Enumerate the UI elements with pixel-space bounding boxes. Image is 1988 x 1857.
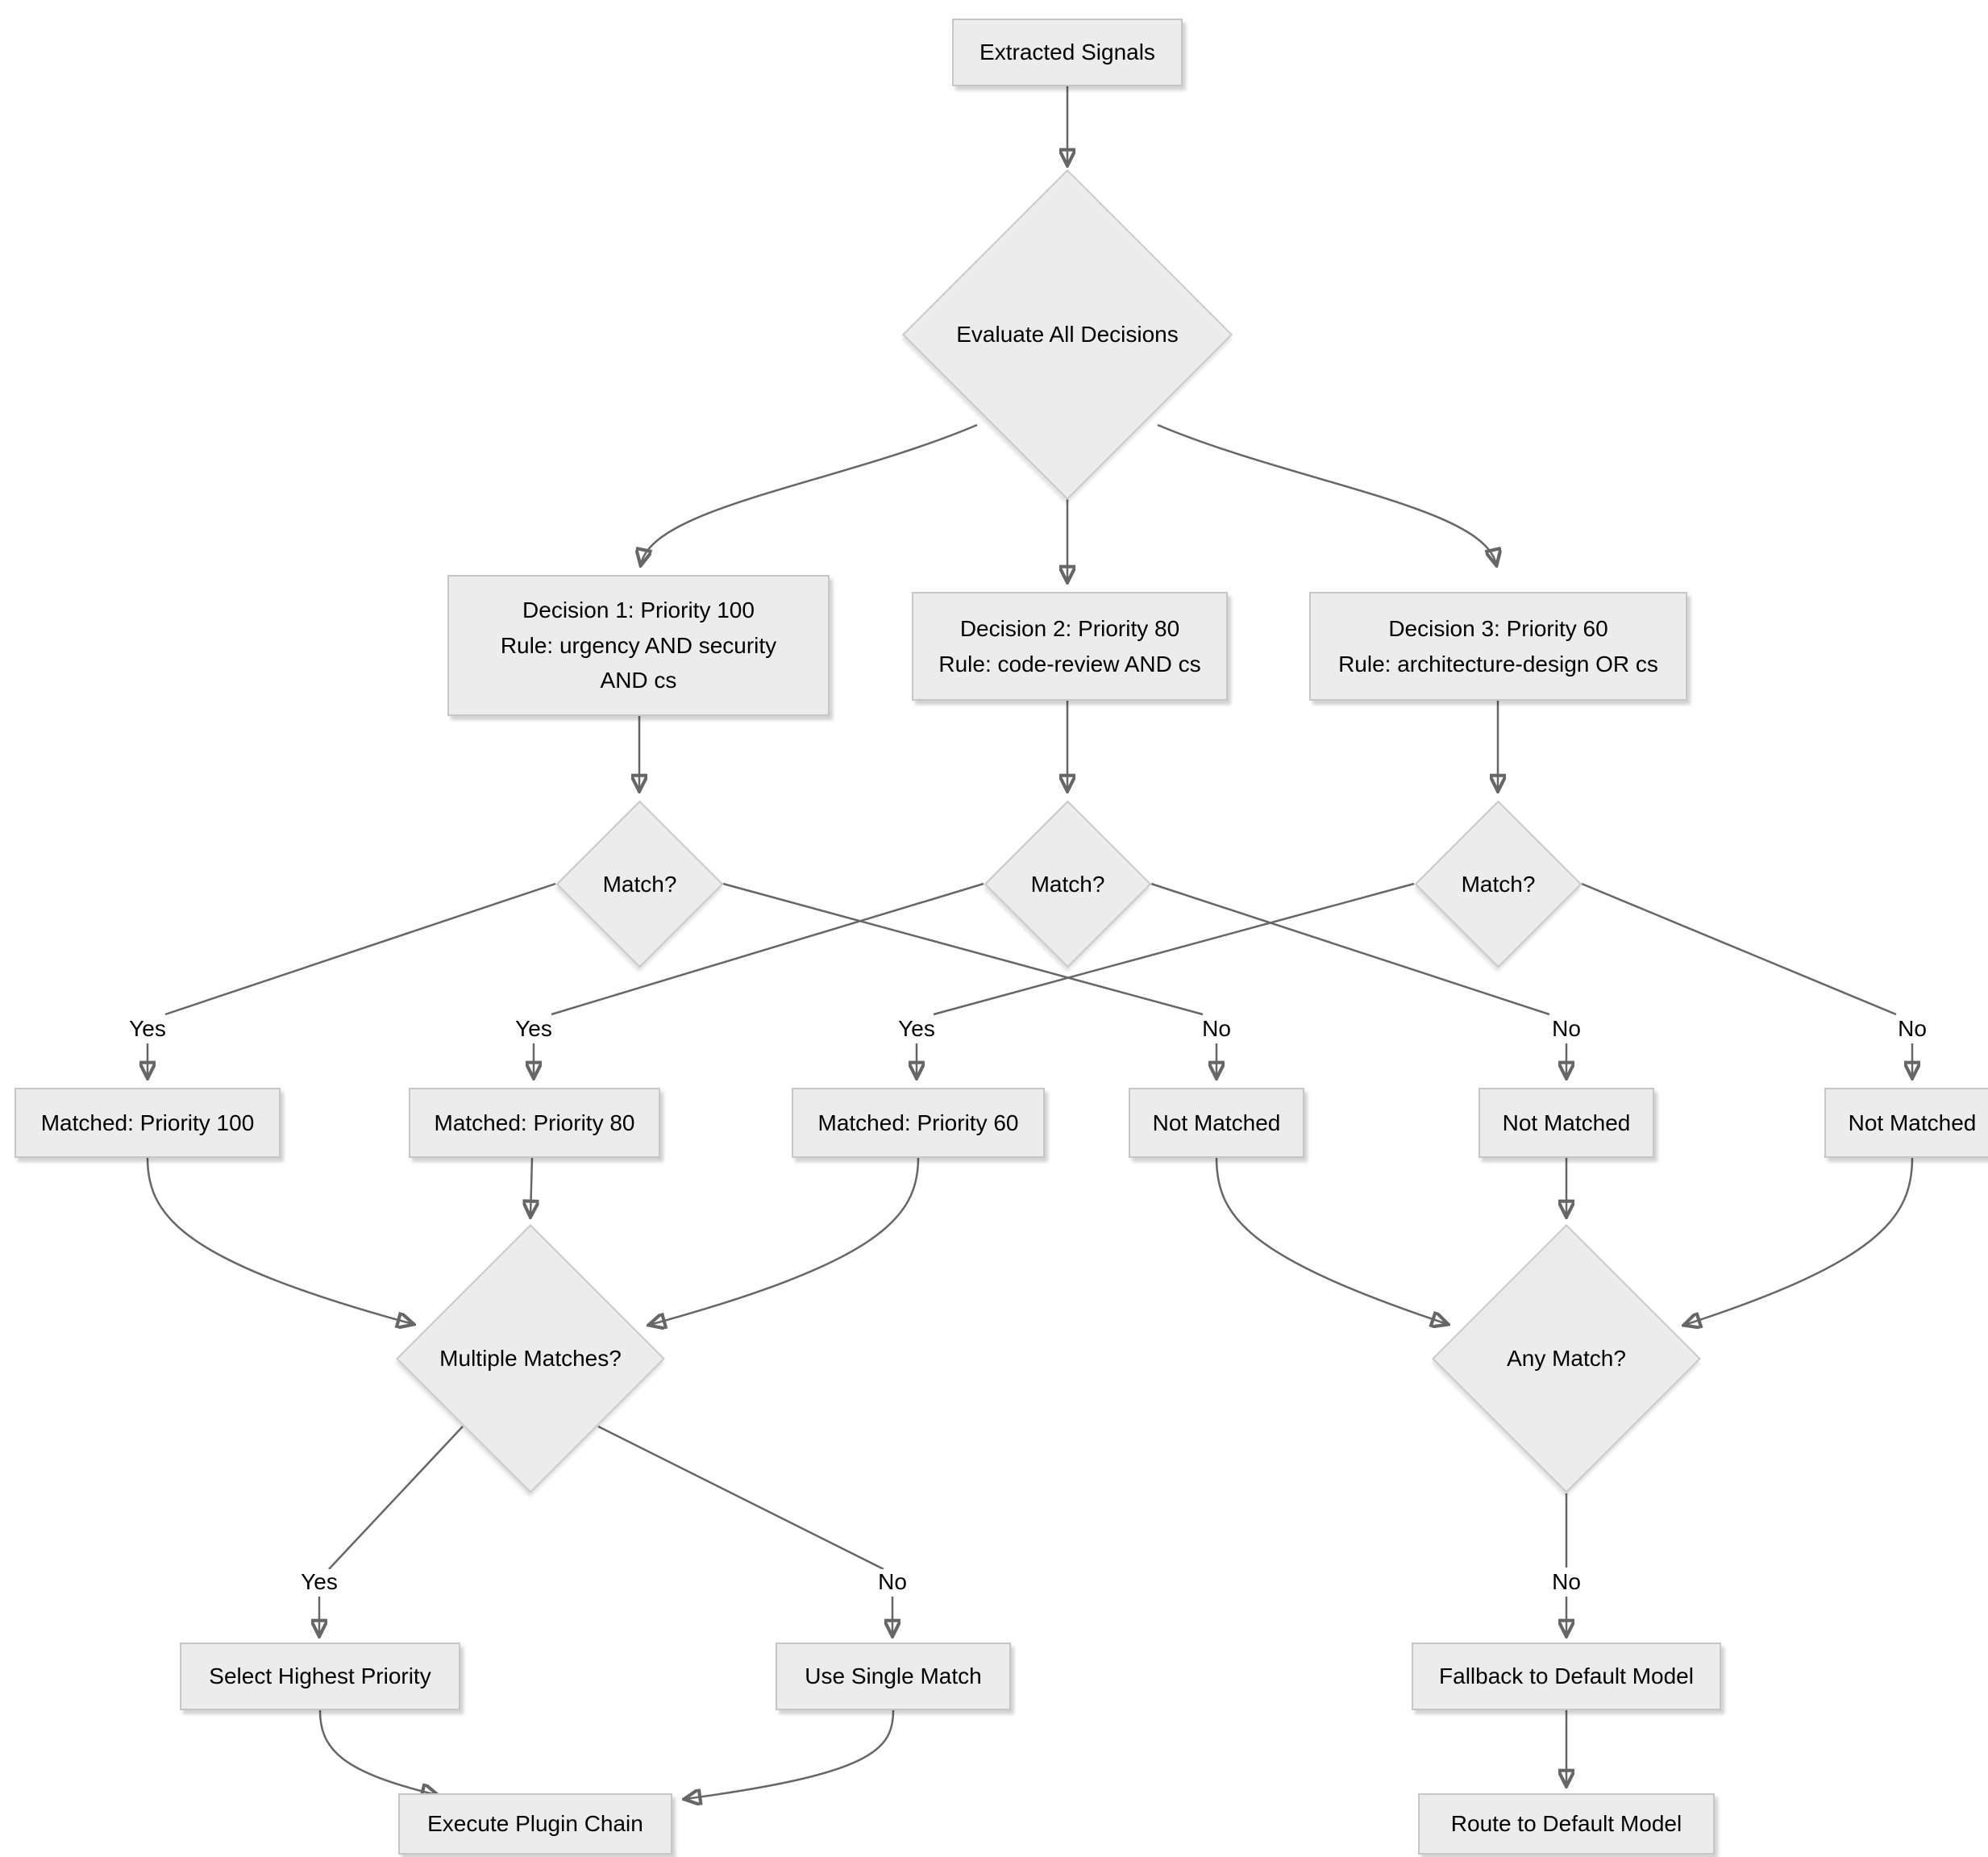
node-decision-2: Decision 2: Priority 80 Rule: code-revie…	[912, 592, 1228, 701]
edge-label-match3-no: No	[1891, 1016, 1933, 1042]
edge-match3-yes-diagonal	[933, 882, 1415, 1016]
edge-match2-yes-diagonal	[551, 882, 984, 1016]
diamond-label: Match?	[602, 871, 677, 897]
edge-select-to-execute	[318, 1709, 437, 1795]
node-extracted-signals: Extracted Signals	[952, 19, 1183, 86]
edge-single-to-execute	[685, 1709, 895, 1799]
node-matched-priority-100: Matched: Priority 100	[15, 1088, 281, 1158]
diamond-label: Match?	[1461, 871, 1536, 897]
decision-match-3: Match?	[1414, 800, 1582, 968]
edge-label-multiple-no: No	[871, 1569, 913, 1595]
edge-match1-yes-diagonal	[164, 882, 556, 1016]
edge-multiple-no-diagonal	[597, 1425, 884, 1571]
diamond-label: Multiple Matches?	[439, 1346, 622, 1371]
edge-matched80-to-multiple	[530, 1157, 532, 1216]
edge-label-match1-yes: Yes	[123, 1016, 173, 1042]
diamond-label: Evaluate All Decisions	[956, 322, 1179, 347]
node-route-to-default-model: Route to Default Model	[1418, 1793, 1715, 1855]
node-not-matched-1: Not Matched	[1129, 1088, 1304, 1158]
node-matched-priority-60: Matched: Priority 60	[792, 1088, 1045, 1158]
edge-notmatched1-to-anymatch	[1215, 1157, 1447, 1324]
edge-label-multiple-yes: Yes	[294, 1569, 344, 1595]
edge-notmatched3-to-anymatch	[1685, 1157, 1914, 1325]
node-fallback-to-default-model: Fallback to Default Model	[1412, 1643, 1721, 1710]
edge-label-any-no: No	[1545, 1569, 1587, 1595]
edge-multiple-yes-diagonal	[328, 1426, 464, 1570]
edge-match1-no-diagonal	[722, 882, 1204, 1016]
node-not-matched-2: Not Matched	[1479, 1088, 1654, 1158]
decision-any-match: Any Match?	[1432, 1224, 1701, 1493]
node-select-highest-priority: Select Highest Priority	[180, 1643, 460, 1710]
edge-label-match3-yes: Yes	[892, 1016, 942, 1042]
edge-evaluate-to-decision1	[641, 423, 978, 564]
decision-multiple-matches: Multiple Matches?	[396, 1224, 665, 1493]
edge-label-match2-no: No	[1545, 1016, 1587, 1042]
node-decision-3: Decision 3: Priority 60 Rule: architectu…	[1309, 592, 1687, 701]
decision-match-1: Match?	[555, 800, 724, 968]
edge-match2-no-diagonal	[1150, 882, 1550, 1016]
edge-matched60-to-multiple	[650, 1157, 920, 1325]
node-use-single-match: Use Single Match	[776, 1643, 1011, 1710]
diamond-label: Match?	[1030, 871, 1105, 897]
edge-match3-no-diagonal	[1581, 882, 1897, 1016]
edge-evaluate-to-decision3	[1157, 423, 1496, 564]
decision-evaluate-all-decisions: Evaluate All Decisions	[901, 169, 1233, 501]
diamond-label: Any Match?	[1507, 1346, 1626, 1371]
decision-match-2: Match?	[984, 800, 1152, 968]
edge-matched100-to-multiple	[146, 1157, 413, 1324]
node-not-matched-3: Not Matched	[1824, 1088, 1988, 1158]
node-decision-1: Decision 1: Priority 100 Rule: urgency A…	[447, 575, 830, 716]
edge-label-match2-yes: Yes	[509, 1016, 559, 1042]
node-execute-plugin-chain: Execute Plugin Chain	[398, 1793, 672, 1855]
edge-label-match1-no: No	[1196, 1016, 1237, 1042]
node-matched-priority-80: Matched: Priority 80	[409, 1088, 660, 1158]
